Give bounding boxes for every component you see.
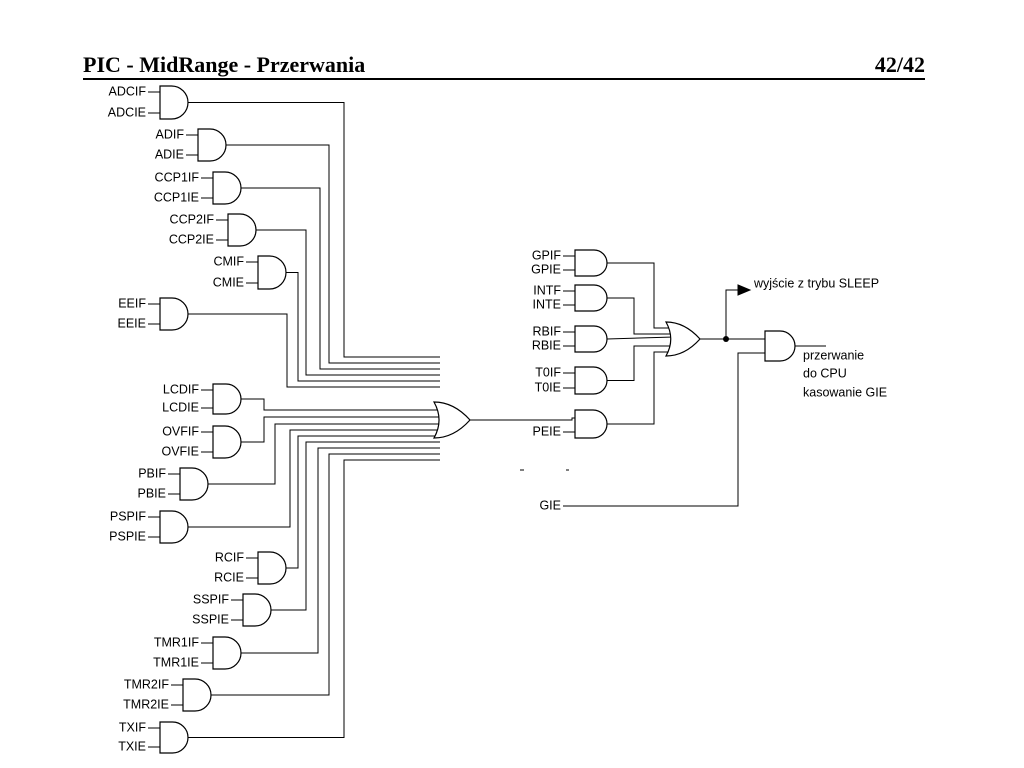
label-tmr1if: TMR1IF: [154, 635, 200, 649]
and-gate-rbif: [574, 325, 608, 353]
and-gate-gpif: [574, 249, 608, 277]
label-adcie: ADCIE: [108, 105, 146, 119]
and-gate-adcif: [159, 85, 189, 120]
or-input-wire: [607, 262, 671, 329]
bus-wire-adcif: [188, 102, 440, 358]
and-gate-ccp1if: [212, 171, 242, 205]
label-pspif: PSPIF: [110, 509, 146, 523]
gie-wire: [563, 352, 765, 507]
wires: [148, 91, 826, 748]
output-label-line3: kasowanie GIE: [803, 385, 887, 399]
label-gie: GIE: [539, 498, 561, 512]
label-gpif: GPIF: [532, 248, 562, 262]
or-input-wire: [607, 351, 671, 425]
labels: ADCIF ADCIE ADIF ADIE CCP1IF CCP1IE CCP2IF CCP2…: [108, 84, 887, 753]
bus-wire-pspif: [188, 429, 440, 528]
sleep-branch: [725, 289, 738, 339]
label-rcie: RCIE: [214, 570, 244, 584]
label-inte: INTE: [533, 297, 561, 311]
peripheral-or-gate: [432, 401, 471, 439]
and-gate-peie: [574, 409, 608, 439]
bus-wire-ovfif: [241, 416, 440, 443]
label-tmr2if: TMR2IF: [124, 677, 170, 691]
label-rcif: RCIF: [215, 550, 245, 564]
or-input-wire: [607, 297, 673, 335]
and-gate-rcif: [257, 551, 287, 585]
label-gpie: GPIE: [531, 262, 561, 276]
page-header: PIC - MidRange - Przerwania 42/42: [83, 52, 925, 80]
label-pbif: PBIF: [138, 466, 166, 480]
output-label-line1: przerwanie: [803, 348, 864, 362]
and-gate-eeif: [159, 297, 189, 331]
label-pbie: PBIE: [138, 486, 167, 500]
bus-wire-tmr1if: [241, 447, 440, 654]
bus-wire-tmr2if: [211, 453, 440, 696]
label-adie: ADIE: [155, 147, 184, 161]
label-peie: PEIE: [533, 424, 562, 438]
label-ccp2ie: CCP2IE: [169, 232, 214, 246]
label-txif: TXIF: [119, 720, 146, 734]
label-sspie: SSPIE: [192, 612, 229, 626]
label-adcif: ADCIF: [109, 84, 147, 98]
label-pspie: PSPIE: [109, 529, 146, 543]
bus-wire-ccp2if: [256, 229, 440, 376]
sleep-exit-label: wyjście z trybu SLEEP: [753, 276, 879, 290]
and-gate-ovfif: [212, 425, 242, 459]
label-rbif: RBIF: [533, 324, 562, 338]
bus-wire-lcdif: [241, 398, 440, 411]
and-gate-pbif: [179, 467, 209, 501]
peripheral-or-output: [470, 417, 575, 421]
label-tmr1ie: TMR1IE: [153, 655, 199, 669]
label-ccp2if: CCP2IF: [170, 212, 215, 226]
label-t0ie: T0IE: [535, 380, 561, 394]
output-label-line2: do CPU: [803, 366, 847, 380]
global-or-gate: [664, 321, 701, 357]
bus-wire-cmif: [286, 272, 440, 382]
label-adif: ADIF: [156, 127, 185, 141]
label-eeie: EEIE: [118, 316, 147, 330]
and-gate-t0if: [574, 366, 608, 395]
label-cmif: CMIF: [213, 254, 244, 268]
label-lcdie: LCDIE: [162, 400, 199, 414]
page-number: 42/42: [874, 52, 925, 77]
and-gate-gie: [764, 330, 796, 362]
and-gate-lcdif: [212, 383, 242, 415]
and-gate-sspif: [242, 593, 272, 627]
bus-wire-pbif: [208, 423, 440, 485]
bus-wire-txif: [188, 459, 440, 738]
or-input-wire: [607, 345, 673, 381]
label-ccp1if: CCP1IF: [155, 170, 200, 184]
bus-wire-sspif: [271, 441, 440, 611]
and-gate-cmif: [257, 255, 287, 290]
bus-wire-eeif: [188, 313, 440, 388]
and-gate-ccp2if: [227, 213, 257, 247]
gates: [159, 85, 796, 754]
label-lcdif: LCDIF: [163, 382, 199, 396]
label-tmr2ie: TMR2IE: [123, 697, 169, 711]
and-gate-adif: [197, 128, 227, 162]
label-eeif: EEIF: [118, 296, 146, 310]
bus-wire-rcif: [286, 435, 440, 569]
label-cmie: CMIE: [213, 275, 244, 289]
bus-wire-ccp1if: [241, 187, 440, 370]
and-gate-txif: [159, 721, 189, 754]
and-gate-intf: [574, 284, 608, 312]
label-intf: INTF: [533, 283, 561, 297]
and-gate-tmr1if: [212, 636, 242, 670]
label-ovfif: OVFIF: [162, 424, 199, 438]
page-title: PIC - MidRange - Przerwania: [83, 52, 366, 77]
or-input-wire: [606, 336, 675, 340]
label-t0if: T0IF: [535, 365, 561, 379]
label-txie: TXIE: [118, 739, 146, 753]
arrow-icon: [737, 284, 752, 296]
label-ovfie: OVFIE: [161, 444, 199, 458]
bus-wire-adif: [226, 144, 440, 364]
and-gate-tmr2if: [182, 678, 212, 712]
label-rbie: RBIE: [532, 338, 561, 352]
label-sspif: SSPIF: [193, 592, 229, 606]
label-ccp1ie: CCP1IE: [154, 190, 199, 204]
and-gate-pspif: [159, 510, 189, 544]
